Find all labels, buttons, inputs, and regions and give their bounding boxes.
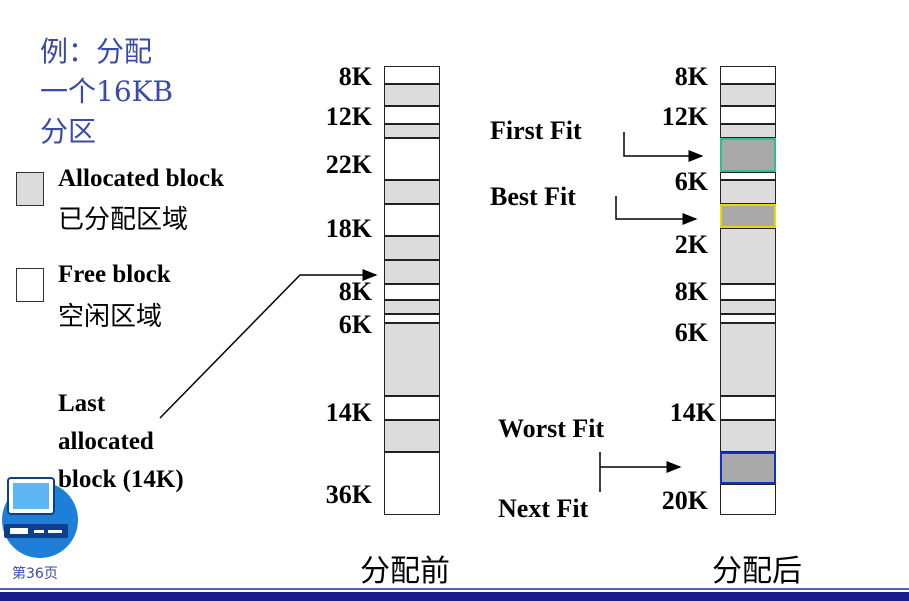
before-alloc-6	[384, 323, 440, 396]
before-free-36k	[384, 452, 440, 515]
after-alloc-1	[720, 84, 776, 106]
before-label-8k: 8K	[338, 62, 372, 91]
after-worst-fit-block	[720, 452, 776, 484]
footer-line	[0, 588, 909, 590]
last-allocated-line-1: Last	[58, 390, 106, 417]
before-label-6k: 6K	[338, 310, 372, 339]
allocated-swatch	[16, 172, 44, 206]
before-caption: 分配前	[360, 554, 450, 589]
title-line-1: 例：分配	[40, 35, 153, 68]
after-label-14k: 14K	[669, 398, 716, 427]
after-free-12k	[720, 106, 776, 124]
first-fit-arrow	[623, 132, 704, 162]
after-alloc-2	[720, 124, 776, 138]
after-alloc-3	[720, 180, 776, 204]
worst-fit-label: Worst Fit	[498, 414, 605, 443]
before-free-6k	[384, 314, 440, 323]
after-label-6k-2: 6K	[674, 318, 708, 347]
before-alloc-5	[384, 300, 440, 314]
legend-free-en: Free block	[58, 261, 171, 288]
before-label-14k: 14K	[325, 398, 372, 427]
before-free-12k	[384, 106, 440, 124]
before-alloc-7	[384, 420, 440, 452]
before-alloc-2	[384, 124, 440, 138]
after-free-14k	[720, 396, 776, 420]
best-fit-arrow	[615, 196, 698, 225]
before-label-18k: 18K	[325, 214, 372, 243]
free-swatch	[16, 268, 44, 302]
before-alloc-3	[384, 180, 440, 204]
after-alloc-7	[720, 420, 776, 452]
after-label-12k: 12K	[661, 102, 708, 131]
after-label-6k: 6K	[674, 167, 708, 196]
best-fit-label: Best Fit	[490, 182, 576, 211]
after-label-2k: 2K	[674, 230, 708, 259]
before-divider	[384, 259, 440, 261]
before-alloc-1	[384, 84, 440, 106]
after-free-8k-2	[720, 284, 776, 300]
after-free-6k-2	[720, 314, 776, 323]
after-alloc-4	[720, 228, 776, 284]
before-label-8k-2: 8K	[338, 277, 372, 306]
before-free-8k	[384, 66, 440, 84]
before-free-14k	[384, 396, 440, 420]
after-alloc-6	[720, 323, 776, 396]
legend-free-cn: 空闲区域	[58, 302, 163, 332]
first-fit-label: First Fit	[490, 116, 582, 145]
footer-bar	[0, 592, 909, 601]
after-best-fit-block	[720, 204, 776, 228]
before-label-36k: 36K	[325, 480, 372, 509]
last-allocated-line-3: block (14K)	[58, 466, 184, 493]
legend-allocated-cn: 已分配区域	[58, 205, 189, 235]
after-label-8k: 8K	[674, 62, 708, 91]
title-line-3: 分区	[40, 115, 97, 148]
after-caption: 分配后	[712, 554, 802, 589]
legend-allocated-en: Allocated block	[58, 165, 224, 192]
after-label-8k-2: 8K	[674, 277, 708, 306]
after-label-20k: 20K	[661, 486, 708, 515]
before-free-18k	[384, 204, 440, 236]
before-label-22k: 22K	[325, 150, 372, 179]
after-alloc-5	[720, 300, 776, 314]
after-free-8k	[720, 66, 776, 84]
last-allocated-arrow	[159, 269, 378, 419]
after-free-6k	[720, 172, 776, 180]
before-label-12k: 12K	[325, 102, 372, 131]
page-number: 第36页	[12, 566, 58, 582]
before-free-8k-2	[384, 284, 440, 300]
computer-logo-icon	[2, 477, 78, 558]
after-first-fit-block	[720, 138, 776, 172]
last-allocated-line-2: allocated	[58, 428, 154, 455]
title-line-2: 一个16KB	[40, 75, 174, 108]
next-fit-label: Next Fit	[498, 494, 589, 523]
after-free-20k	[720, 484, 776, 515]
before-free-22k	[384, 138, 440, 180]
